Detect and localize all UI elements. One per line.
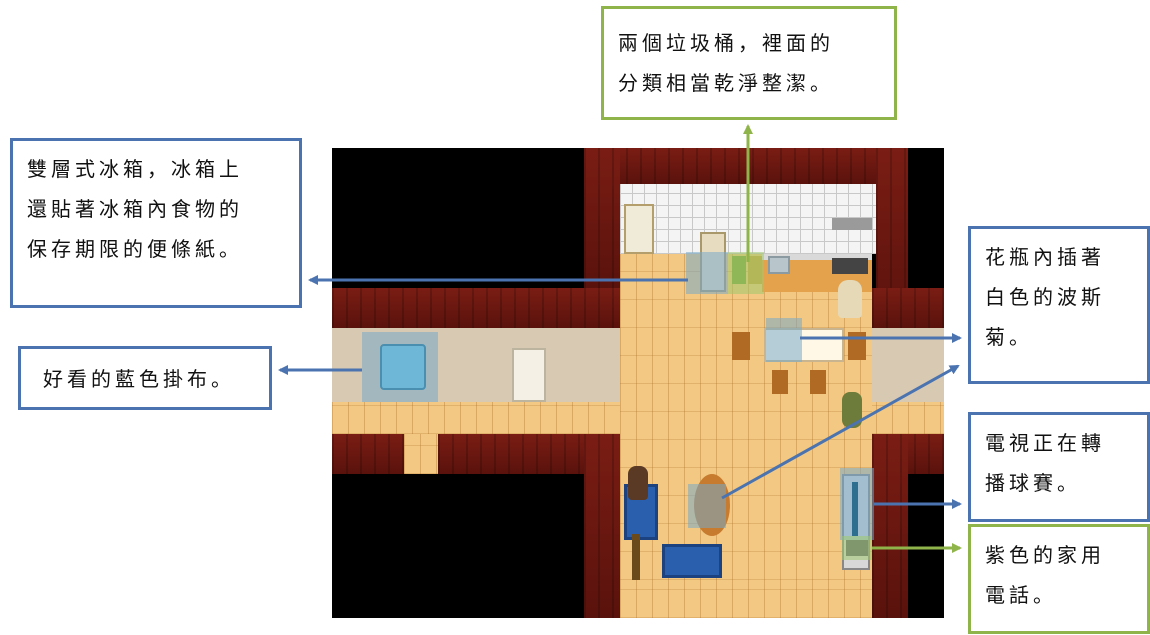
- callout-line: 還貼著冰箱內食物的: [27, 197, 243, 221]
- callout-fridge: 雙層式冰箱，冰箱上 還貼著冰箱內食物的 保存期限的便條紙。: [10, 138, 302, 308]
- tv-screen: [852, 482, 858, 536]
- wall-corridor-right-top: [872, 288, 944, 328]
- oval-table-highlight: [688, 484, 726, 528]
- wall-corridor-top: [332, 288, 620, 328]
- trash-highlight: [728, 252, 764, 294]
- game-map: [332, 148, 944, 618]
- potted-plant: [842, 392, 862, 428]
- callout-trash-bins: 兩個垃圾桶，裡面的 分類相當乾淨整潔。: [601, 6, 897, 120]
- callout-line: 紫色的家用: [985, 543, 1105, 567]
- callout-line: 兩個垃圾桶，裡面的: [618, 31, 834, 55]
- wall-top: [584, 148, 908, 184]
- sink: [768, 256, 790, 274]
- callout-line: 花瓶內插著: [985, 245, 1105, 269]
- bottom-floor: [620, 580, 872, 618]
- sofa: [662, 544, 722, 578]
- vase-highlight: [766, 318, 802, 362]
- callout-line: 電話。: [985, 583, 1057, 607]
- phone-highlight: [842, 536, 872, 560]
- callout-phone: 紫色的家用 電話。: [968, 524, 1150, 634]
- floor-lamp: [632, 534, 640, 580]
- wall-left-lower: [584, 434, 620, 618]
- kitchen-door: [624, 204, 654, 254]
- callout-line: 好看的藍色掛布。: [43, 367, 235, 391]
- npc-boy: [628, 466, 648, 500]
- callout-line: 菊。: [985, 325, 1033, 349]
- callout-line: 保存期限的便條紙。: [27, 237, 243, 261]
- chair: [810, 370, 826, 394]
- range-hood: [832, 218, 872, 230]
- wall-corridor-bottom-left: [332, 434, 404, 474]
- chair: [848, 332, 866, 360]
- callout-line: 分類相當乾淨整潔。: [618, 71, 834, 95]
- callout-blue-cloth: 好看的藍色掛布。: [18, 346, 272, 410]
- fridge-highlight: [686, 252, 728, 294]
- callout-line: 白色的波斯: [985, 285, 1105, 309]
- callout-line: 播球賽。: [985, 471, 1081, 495]
- corridor-floor-step: [404, 434, 438, 474]
- callout-line: 電視正在轉: [985, 431, 1105, 455]
- callout-line: 雙層式冰箱，冰箱上: [27, 157, 243, 181]
- chair: [772, 370, 788, 394]
- callout-vase: 花瓶內插著 白色的波斯 菊。: [968, 226, 1150, 384]
- chair: [732, 332, 750, 360]
- npc-girl: [838, 280, 862, 318]
- corridor-door: [512, 348, 546, 402]
- blue-cloth: [380, 344, 426, 390]
- wall-left-upper: [584, 148, 620, 288]
- wall-right-lower: [872, 434, 908, 618]
- callout-tv: 電視正在轉 播球賽。: [968, 412, 1150, 522]
- stove: [832, 258, 868, 274]
